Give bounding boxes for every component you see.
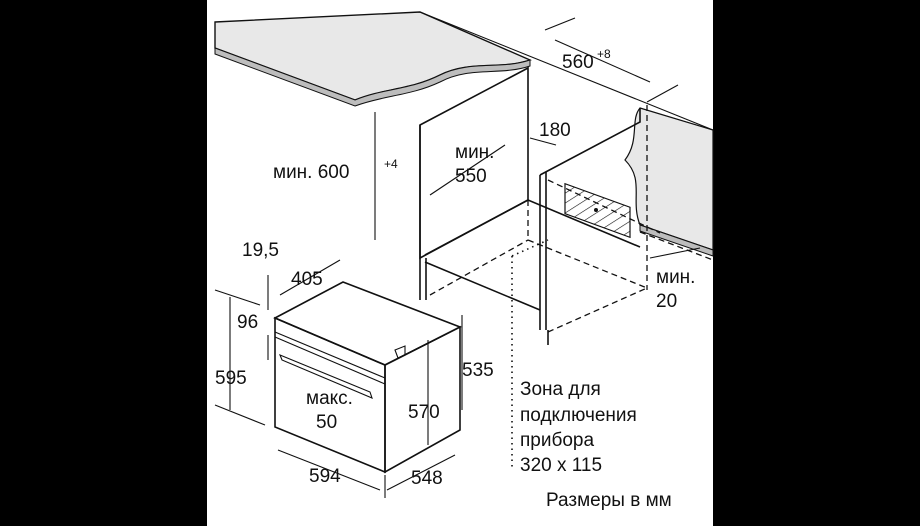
label-535: 535 bbox=[462, 360, 494, 381]
label-zone-2: подключения bbox=[520, 405, 637, 426]
label-405: 405 bbox=[291, 269, 323, 290]
dimension-labels: 560 +8 мин. 600 +4 мин. 550 180 мин. 20 … bbox=[215, 47, 695, 511]
units-note: Размеры в мм bbox=[546, 490, 672, 511]
label-min-height-tolerance: +4 bbox=[384, 157, 398, 171]
label-594: 594 bbox=[309, 466, 341, 487]
label-cabinet-width-tolerance: +8 bbox=[597, 47, 611, 61]
countertop bbox=[214, 11, 714, 257]
label-min-depth-1: мин. bbox=[455, 142, 494, 163]
label-180: 180 bbox=[539, 120, 571, 141]
oven bbox=[273, 281, 462, 474]
label-96: 96 bbox=[237, 312, 258, 333]
diagram-panel bbox=[207, 0, 713, 526]
label-max-2: 50 bbox=[316, 412, 337, 433]
label-min-depth-2: 550 bbox=[455, 166, 487, 187]
label-min-height: мин. 600 bbox=[273, 162, 349, 183]
label-19-5: 19,5 bbox=[242, 240, 279, 261]
label-zone-1: Зона для bbox=[520, 379, 601, 400]
label-595: 595 bbox=[215, 368, 247, 389]
label-cabinet-width: 560 bbox=[562, 52, 594, 73]
label-min-gap-1: мин. bbox=[656, 267, 695, 288]
label-zone-4: 320 x 115 bbox=[520, 455, 602, 476]
label-min-gap-2: 20 bbox=[656, 291, 677, 312]
dimension-lines bbox=[214, 17, 701, 498]
label-548: 548 bbox=[411, 468, 443, 489]
cabinet bbox=[419, 66, 714, 470]
label-570: 570 bbox=[408, 402, 440, 423]
label-max-1: макс. bbox=[306, 388, 353, 409]
label-zone-3: прибора bbox=[520, 430, 594, 451]
